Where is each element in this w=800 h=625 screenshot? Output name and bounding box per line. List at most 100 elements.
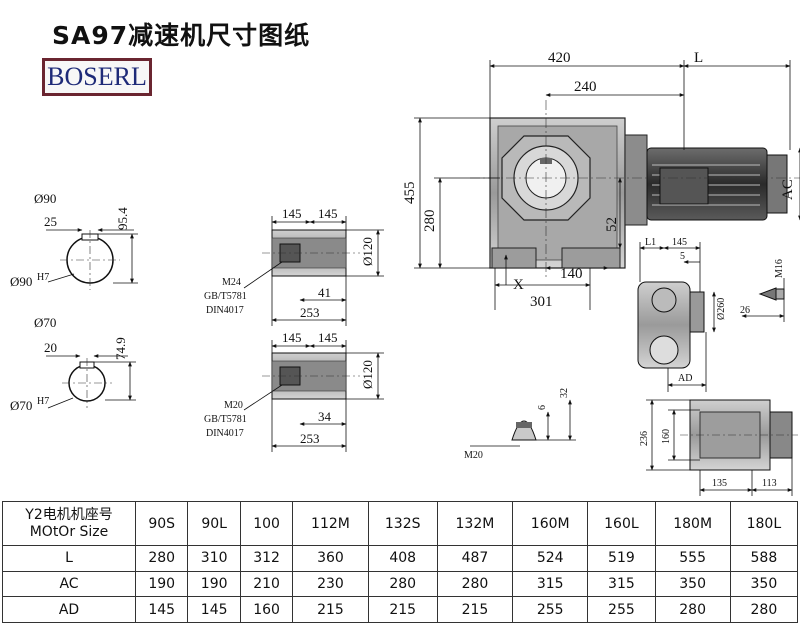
main-gearbox-view [470, 100, 800, 280]
foot-dim-160: 160 [661, 429, 672, 444]
table-size-header: 90S [134, 501, 189, 546]
table-cell: 215 [367, 596, 438, 623]
bore-70-key-width: 20 [44, 340, 57, 355]
flange-dim-d260: Ø260 [716, 298, 727, 320]
table-cell: 408 [367, 545, 438, 572]
table-cell: 588 [729, 545, 799, 572]
bore-70-label: Ø70 [34, 315, 56, 330]
bolt-m20-label: M20 [464, 450, 483, 461]
bolt-m16-dim-26: 26 [740, 305, 750, 316]
table-cell: 230 [292, 570, 369, 598]
s1-dim-145-right: 145 [318, 206, 338, 221]
table-cell: 315 [587, 570, 656, 598]
foot-dim-236: 236 [639, 431, 650, 446]
foot-top-view [646, 399, 798, 496]
table-row-label: L [2, 545, 136, 572]
table-cell: 215 [436, 596, 514, 623]
table-header-line2: MOtOr Size [29, 523, 109, 540]
dim-280: 280 [422, 210, 438, 233]
s2-dim-34: 34 [318, 409, 332, 424]
s2-bolt-size: M20 [224, 400, 243, 411]
bolt-m20-dim-6: 6 [537, 405, 548, 410]
bore-70-view [46, 354, 136, 409]
s2-bolt-standard-gb: GB/T5781 [204, 414, 247, 425]
bolt-m20 [470, 399, 576, 447]
table-row-label: AC [2, 570, 136, 598]
table-cell: 350 [729, 570, 799, 598]
s2-dim-145-left: 145 [282, 330, 302, 345]
flange-dim-AD: AD [678, 373, 692, 384]
s2-dim-145-right: 145 [318, 330, 338, 345]
dim-455: 455 [402, 182, 418, 205]
s1-dim-253: 253 [300, 305, 320, 320]
flange-side-view [637, 242, 716, 392]
bore-90-height: 95.4 [115, 207, 130, 230]
s1-bolt-size: M24 [222, 277, 241, 288]
table-cell: 145 [134, 596, 189, 623]
flange-dim-5: 5 [680, 251, 685, 262]
table-cell: 487 [436, 545, 514, 572]
bore-90-view [46, 228, 138, 290]
table-cell: 145 [187, 596, 241, 623]
table-size-header: 132S [367, 501, 438, 546]
bolt-m20-dim-32: 32 [559, 388, 570, 398]
shaft-section-2 [243, 340, 384, 452]
flange-dim-L1: L1 [645, 237, 656, 248]
flange-dim-145: 145 [672, 237, 687, 248]
technical-drawing: 420 L 240 455 280 52 140 301 X AC Ø90 25… [10, 50, 800, 496]
brand-logo: BOSERL [42, 58, 152, 96]
table-cell: 190 [187, 570, 241, 598]
s2-dim-253: 253 [300, 431, 320, 446]
main-dimensions [414, 60, 800, 310]
s1-bolt-standard-gb: GB/T5781 [204, 291, 247, 302]
dim-52: 52 [604, 217, 620, 232]
bolt-m16 [741, 278, 785, 322]
table-cell: 315 [512, 570, 589, 598]
table-size-header: 132M [436, 501, 514, 546]
dim-240: 240 [574, 79, 597, 95]
page-title: SA97减速机尺寸图纸 [52, 21, 311, 50]
table-size-header: 180L [729, 501, 799, 546]
bore-70-hole: Ø70 [10, 398, 32, 413]
table-cell: 280 [134, 545, 189, 572]
bolt-m16-label: M16 [774, 259, 785, 278]
table-size-header: 112M [292, 501, 369, 546]
table-cell: 280 [654, 596, 731, 623]
s1-bolt-standard-din: DIN4017 [206, 305, 244, 316]
table-cell: 255 [512, 596, 589, 623]
table-cell: 280 [436, 570, 514, 598]
bore-90-tolerance: H7 [37, 272, 49, 283]
dim-AC: AC [780, 179, 796, 200]
table-cell: 215 [292, 596, 369, 623]
bore-70-height: 74.9 [113, 337, 128, 360]
table-size-header: 160L [587, 501, 656, 546]
table-cell: 160 [239, 596, 294, 623]
s1-dim-145-left: 145 [282, 206, 302, 221]
bore-90-label: Ø90 [34, 191, 56, 206]
table-row-label: AD [2, 596, 136, 623]
s1-dim-41: 41 [318, 285, 331, 300]
dim-L: L [694, 50, 703, 66]
dim-140: 140 [560, 266, 583, 282]
table-cell: 255 [587, 596, 656, 623]
s1-dim-d120: Ø120 [360, 237, 375, 266]
dim-420: 420 [548, 50, 571, 66]
table-cell: 210 [239, 570, 294, 598]
foot-dim-135: 135 [712, 478, 727, 489]
view-marker-x: X [513, 277, 524, 293]
table-cell: 350 [654, 570, 731, 598]
bore-90-hole: Ø90 [10, 274, 32, 289]
shaft-section-1 [243, 216, 384, 326]
table-size-header: 100 [239, 501, 294, 546]
s2-bolt-standard-din: DIN4017 [206, 428, 244, 439]
table-cell: 524 [512, 545, 589, 572]
bore-70-tolerance: H7 [37, 396, 49, 407]
s2-dim-d120: Ø120 [360, 360, 375, 389]
table-cell: 310 [187, 545, 241, 572]
